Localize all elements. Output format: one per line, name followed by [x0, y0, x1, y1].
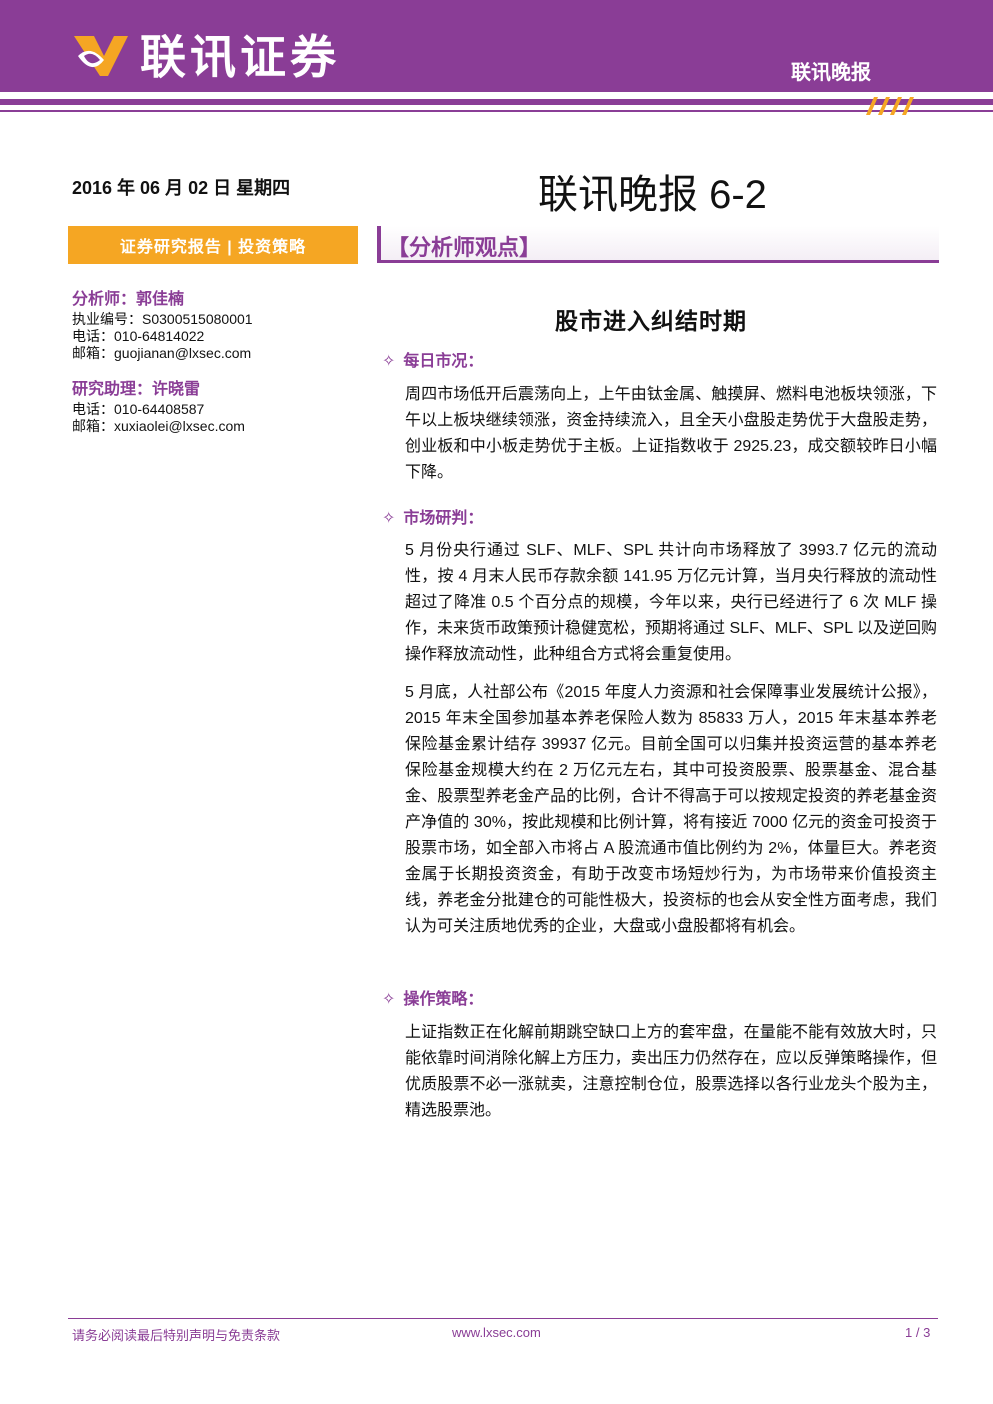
assistant-email: 邮箱：xuxiaolei@lxsec.com [72, 418, 245, 434]
footer-disclaimer: 请务必阅读最后特别声明与免责条款 [72, 1328, 281, 1343]
stripes-decoration-icon [866, 97, 914, 115]
header-banner: 联讯证券 联讯晚报 [0, 0, 993, 92]
analyst-view-label: 【分析师观点】 [387, 235, 542, 260]
assistant-name: 研究助理：许晓雷 [72, 381, 201, 398]
brand-logo: 联讯证券 [70, 26, 340, 84]
assistant-phone: 电话：010-64408587 [72, 401, 205, 417]
paragraph-daily: 周四市场低开后震荡向上，上午由钛金属、触摸屏、燃料电池板块领涨，下午以上板块继续… [405, 386, 937, 481]
analyst-name: 分析师：郭佳楠 [72, 291, 185, 308]
diamond-bullet-icon: ✧ [382, 353, 396, 370]
analyst-view-bar: 【分析师观点】 [377, 226, 939, 263]
paragraph-pension: 5 月底，人社部公布《2015 年度人力资源和社会保障事业发展统计公报》，201… [405, 684, 937, 935]
analyst-phone: 电话：010-64814022 [72, 328, 205, 344]
analyst-license: 执业编号：S0300515080001 [72, 311, 253, 327]
section-heading-daily: ✧每日市况： [382, 353, 484, 370]
paragraph-strategy: 上证指数正在化解前期跳空缺口上方的套牢盘，在量能不能有效放大时，只能依靠时间消除… [405, 1024, 937, 1119]
report-category-bar: 证券研究报告 | 投资策略 [68, 226, 358, 264]
analyst-block: 分析师：郭佳楠 执业编号：S0300515080001 电话：010-64814… [72, 291, 352, 362]
section-heading-judgement: ✧市场研判： [382, 510, 484, 527]
diamond-bullet-icon: ✧ [382, 991, 396, 1008]
section-heading-strategy: ✧操作策略： [382, 991, 484, 1008]
report-series-label: 联讯晚报 [791, 62, 871, 84]
logo-text: 联讯证券 [140, 30, 340, 84]
article-title: 股市进入纠结时期 [555, 308, 747, 334]
logo-mark-icon [74, 36, 128, 76]
footer-website: www.lxsec.com [452, 1325, 541, 1340]
header-rule-thick [0, 99, 993, 105]
page-title: 联讯晚报 6-2 [538, 173, 767, 217]
analyst-email: 邮箱：guojianan@lxsec.com [72, 345, 252, 361]
footer-rule [68, 1318, 938, 1319]
header-rule-thin [0, 110, 993, 112]
paragraph-liquidity: 5 月份央行通过 SLF、MLF、SPL 共计向市场释放了 3993.7 亿元的… [405, 542, 937, 663]
assistant-block: 研究助理：许晓雷 电话：010-64408587 邮箱：xuxiaolei@lx… [72, 381, 352, 435]
page-number: 1 / 3 [905, 1325, 931, 1340]
diamond-bullet-icon: ✧ [382, 510, 396, 527]
report-date: 2016 年 06 月 02 日 星期四 [72, 178, 291, 198]
